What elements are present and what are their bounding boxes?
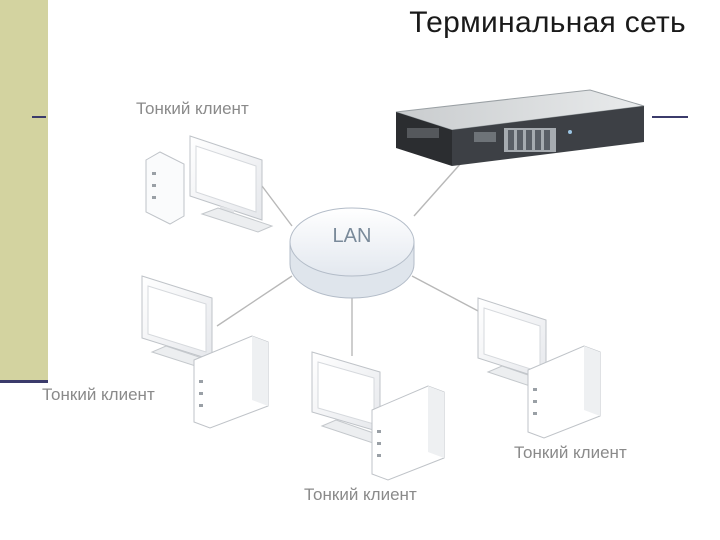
thin-client-top-left-icon bbox=[145, 135, 274, 233]
thin-client-middle-left-icon bbox=[141, 275, 269, 429]
slide-sidebar-accent bbox=[0, 0, 48, 380]
client-label-top-left: Тонкий клиент bbox=[136, 99, 249, 118]
thin-client-bottom-middle-icon bbox=[311, 351, 445, 481]
top-rule-left bbox=[32, 116, 46, 118]
slide-top-rule bbox=[0, 116, 720, 119]
lan-label: LAN bbox=[333, 225, 372, 247]
slide-title: Терминальная сеть bbox=[409, 6, 686, 39]
server-icon bbox=[395, 89, 645, 166]
network-diagram: LAN Тонкий клиент Тонкий клиент Тонкий к… bbox=[42, 66, 656, 506]
client-label-bottom: Тонкий клиент bbox=[304, 485, 417, 504]
thin-client-right-icon bbox=[477, 297, 601, 439]
lan-hub-icon bbox=[289, 207, 415, 299]
slide-bottom-rule bbox=[0, 380, 48, 383]
top-rule-right bbox=[652, 116, 688, 118]
client-label-middle-left: Тонкий клиент bbox=[42, 385, 155, 404]
client-label-right: Тонкий клиент bbox=[514, 443, 627, 462]
